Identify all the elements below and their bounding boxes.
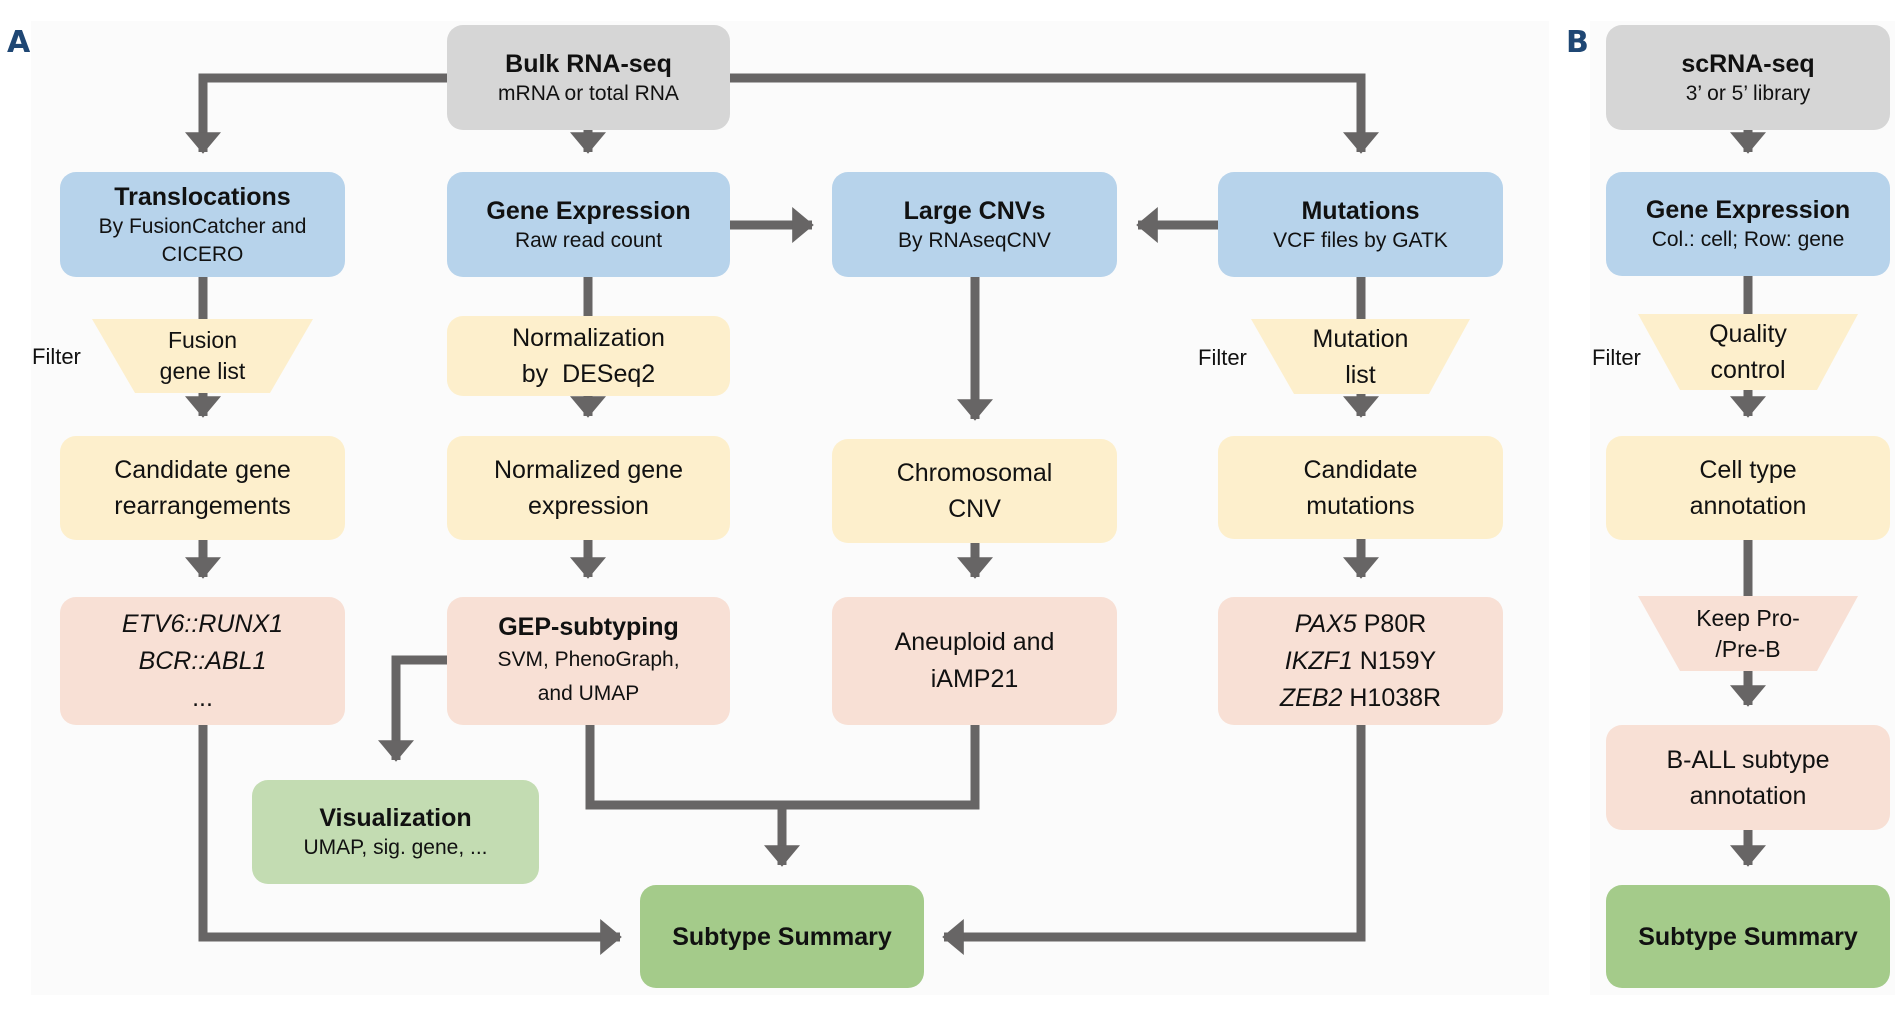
ball-subtype-annotation-node: B-ALL subtype annotation xyxy=(1606,725,1890,830)
large-cnvs-title: Large CNVs xyxy=(903,196,1046,225)
fusion-filter-line-2: gene list xyxy=(159,358,246,384)
normalized-expression-line-1: Normalized gene xyxy=(494,456,683,484)
scrna-seq-subtitle: 3’ or 5’ library xyxy=(1685,81,1811,105)
mutations-title: Mutations xyxy=(1301,196,1420,225)
gep-subtyping-line-1: SVM, PhenoGraph, xyxy=(497,648,680,671)
subtype-summary-title-b: Subtype Summary xyxy=(1638,922,1858,951)
quality-filter-line-2: control xyxy=(1710,356,1786,384)
keep-filter-line-2: /Pre-B xyxy=(1715,635,1781,662)
mutation-examples-node: PAX5 P80R IKZF1 N159Y ZEB2 H1038R xyxy=(1218,597,1503,725)
gene-expression-node: Gene Expression Raw read count xyxy=(447,172,730,277)
line-gep-to-merge xyxy=(585,725,980,810)
fusion-filter-label: Filter xyxy=(32,344,81,369)
quality-filter-shape xyxy=(1638,314,1858,390)
mutation-list-filter: Mutation list xyxy=(1251,319,1470,394)
subtype-summary-title-a: Subtype Summary xyxy=(672,922,892,951)
fusion-example-1: ETV6::RUNX1 xyxy=(121,609,284,638)
normalized-expression-node: Normalized gene expression xyxy=(447,436,730,540)
quality-filter-line-1: Quality xyxy=(1709,320,1787,348)
gene-expression-subtitle: Raw read count xyxy=(514,228,663,252)
large-cnvs-node: Large CNVs By RNAseqCNV xyxy=(832,172,1117,277)
panel-a-label: A xyxy=(7,25,31,60)
candidate-mutations-line-1: Candidate xyxy=(1303,455,1418,484)
mutation-example-gene: IKZF1 xyxy=(1284,646,1353,675)
gep-subtyping-node: GEP-subtyping SVM, PhenoGraph, and UMAP xyxy=(447,597,730,725)
mutation-example-gene: ZEB2 xyxy=(1279,683,1343,712)
fusion-filter-line-1: Fusion xyxy=(167,327,238,353)
translocations-subtitle-1: By FusionCatcher and xyxy=(98,214,307,238)
mutation-example: ZEB2 H1038R xyxy=(1280,680,1441,717)
cell-type-line-1: Cell type xyxy=(1699,456,1797,484)
bulk-rna-seq-node: Bulk RNA-seq mRNA or total RNA xyxy=(447,25,730,130)
candidate-rearrangements-line-1: Candidate gene xyxy=(114,456,291,484)
bulk-rna-seq-subtitle: mRNA or total RNA xyxy=(498,81,679,105)
mutation-example: IKZF1 N159Y xyxy=(1285,643,1436,680)
chromosomal-cnv-line-2: CNV xyxy=(948,495,1001,523)
arrow-gep-to-visualization xyxy=(378,655,447,762)
mutation-example-variant: N159Y xyxy=(1359,646,1437,675)
visualization-subtitle: UMAP, sig. gene, ... xyxy=(303,836,488,859)
normalization-node: Normalization by DESeq2 xyxy=(447,316,730,396)
ball-subtype-line-2: annotation xyxy=(1689,781,1807,810)
arrow-fusions-to-summary xyxy=(198,725,622,955)
cell-type-annotation-node: Cell type annotation xyxy=(1606,436,1890,540)
aneuploid-line-1: Aneuploid and xyxy=(894,628,1055,656)
normalization-line-2: by DESeq2 xyxy=(521,360,656,388)
mutation-filter-shape xyxy=(1251,319,1470,394)
translocations-node: Translocations By FusionCatcher and CICE… xyxy=(60,172,345,277)
aneuploid-node: Aneuploid and iAMP21 xyxy=(832,597,1117,725)
candidate-rearrangements-node: Candidate gene rearrangements xyxy=(60,436,345,540)
gep-subtyping-title: GEP-subtyping xyxy=(498,613,679,641)
gep-subtyping-line-2: and UMAP xyxy=(537,682,640,705)
quality-filter-label: Filter xyxy=(1592,345,1641,370)
mutations-subtitle: VCF files by GATK xyxy=(1273,228,1448,252)
fusion-filter-shape xyxy=(92,319,313,393)
scrna-seq-node: scRNA-seq 3’ or 5’ library xyxy=(1606,25,1890,130)
keep-filter-line-1: Keep Pro- xyxy=(1696,604,1800,631)
ball-subtype-line-1: B-ALL subtype xyxy=(1666,745,1830,774)
candidate-mutations-line-2: mutations xyxy=(1306,491,1415,520)
visualization-title: Visualization xyxy=(319,804,472,832)
fusion-example-2: BCR::ABL1 xyxy=(138,646,267,675)
arrow-bulk-to-translocations xyxy=(185,73,447,154)
mutation-filter-line-2: list xyxy=(1345,360,1376,389)
aneuploid-line-2: iAMP21 xyxy=(930,665,1019,693)
mutation-filter-line-1: Mutation xyxy=(1312,324,1409,353)
normalization-line-1: Normalization xyxy=(512,324,665,352)
fusion-example-more: ... xyxy=(192,683,213,712)
normalized-expression-line-2: expression xyxy=(528,492,649,520)
candidate-mutations-node: Candidate mutations xyxy=(1218,436,1503,539)
visualization-node: Visualization UMAP, sig. gene, ... xyxy=(252,780,539,884)
b-gene-expression-node: Gene Expression Col.: cell; Row: gene xyxy=(1606,172,1890,276)
fusion-gene-list-filter: Fusion gene list xyxy=(92,319,313,393)
scrna-seq-title: scRNA-seq xyxy=(1681,49,1815,78)
mutation-example-gene: PAX5 xyxy=(1294,609,1357,638)
mutation-filter-label: Filter xyxy=(1198,345,1247,370)
fusion-examples-node: ETV6::RUNX1 BCR::ABL1 ... xyxy=(60,597,345,725)
b-gene-expression-title: Gene Expression xyxy=(1645,196,1851,224)
subtype-summary-node-b: Subtype Summary xyxy=(1606,885,1890,988)
translocations-title: Translocations xyxy=(114,182,291,211)
translocations-subtitle-2: CICERO xyxy=(161,242,244,266)
mutation-example: PAX5 P80R xyxy=(1295,606,1427,643)
arrow-bulk-to-mutations xyxy=(730,73,1379,154)
mutation-example-variant: H1038R xyxy=(1349,683,1442,712)
b-gene-expression-subtitle: Col.: cell; Row: gene xyxy=(1651,228,1845,251)
chromosomal-cnv-line-1: Chromosomal xyxy=(896,459,1053,487)
mutation-example-variant: P80R xyxy=(1363,609,1427,638)
keep-pro-pre-b-filter: Keep Pro- /Pre-B xyxy=(1638,596,1858,671)
cell-type-line-2: annotation xyxy=(1689,492,1807,520)
quality-control-filter: Quality control xyxy=(1638,314,1858,390)
panel-b-label: B xyxy=(1566,25,1589,60)
subtype-summary-node-a: Subtype Summary xyxy=(640,885,924,988)
mutations-node: Mutations VCF files by GATK xyxy=(1218,172,1503,277)
bulk-rna-seq-title: Bulk RNA-seq xyxy=(505,49,672,78)
chromosomal-cnv-node: Chromosomal CNV xyxy=(832,439,1117,543)
keep-filter-shape xyxy=(1638,596,1858,671)
candidate-rearrangements-line-2: rearrangements xyxy=(114,492,291,520)
large-cnvs-subtitle: By RNAseqCNV xyxy=(898,228,1051,252)
gene-expression-title: Gene Expression xyxy=(486,196,691,225)
arrow-mutations-to-summary xyxy=(942,725,1366,955)
